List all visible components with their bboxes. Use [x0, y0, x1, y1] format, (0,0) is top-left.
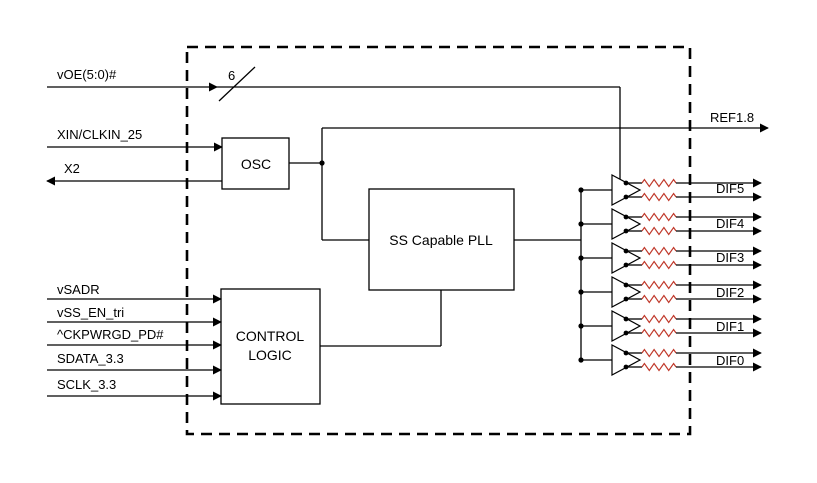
input-label-sclk: SCLK_3.3	[57, 377, 116, 392]
resistor-dif2-n	[641, 294, 677, 304]
junction-dot	[578, 255, 584, 261]
junction-dot	[578, 357, 584, 363]
resistor-dif5-p	[641, 178, 677, 188]
chip-boundary	[185, 45, 692, 436]
buffer-triangle-dif4	[611, 207, 642, 241]
control-label-line1: CONTROL	[236, 328, 305, 344]
voe-bus: 6	[47, 66, 621, 182]
buffer-triangle-dif5	[611, 173, 642, 207]
resistor-dif1-p	[641, 314, 677, 324]
buffer-triangle-dif3	[611, 241, 642, 275]
junction-dot	[578, 221, 584, 227]
pll-label: SS Capable PLL	[389, 232, 493, 248]
resistor-dif2-p	[641, 280, 677, 290]
output-label-dif0: DIF0	[716, 353, 744, 368]
buffer-triangle-dif1	[611, 309, 642, 343]
output-label-dif3: DIF3	[716, 250, 744, 265]
resistor-dif0-p	[641, 348, 677, 358]
resistor-dif5-n	[641, 192, 677, 202]
junction-dot	[578, 187, 584, 193]
input-label-vss-en: vSS_EN_tri	[57, 305, 124, 320]
input-label-vsadr: vSADR	[57, 282, 100, 297]
bus-width-label: 6	[228, 68, 235, 83]
resistor-dif4-p	[641, 212, 677, 222]
resistor-dif3-p	[641, 246, 677, 256]
output-label-ref: REF1.8	[710, 110, 754, 125]
output-buffers	[578, 173, 762, 377]
output-label-dif4: DIF4	[716, 216, 744, 231]
buffer-triangle-dif2	[611, 275, 642, 309]
resistor-dif1-n	[641, 328, 677, 338]
input-label-xin: XIN/CLKIN_25	[57, 127, 142, 142]
osc-block	[221, 137, 290, 190]
resistor-dif4-n	[641, 226, 677, 236]
input-label-sdata: SDATA_3.3	[57, 351, 124, 366]
control-label-line2: LOGIC	[248, 347, 292, 363]
buffer-triangle-dif0	[611, 343, 642, 377]
output-label-dif1: DIF1	[716, 319, 744, 334]
input-label-voe: vOE(5:0)#	[57, 67, 117, 82]
resistor-dif3-n	[641, 260, 677, 270]
junction-dot	[578, 289, 584, 295]
junction-dot	[578, 323, 584, 329]
output-label-dif2: DIF2	[716, 285, 744, 300]
osc-label: OSC	[241, 156, 271, 172]
output-label-x2: X2	[64, 161, 80, 176]
pll-block	[368, 188, 515, 291]
input-label-ckpwrgd: ^CKPWRGD_PD#	[57, 327, 164, 342]
resistor-dif0-n	[641, 362, 677, 372]
output-label-dif5: DIF5	[716, 181, 744, 196]
